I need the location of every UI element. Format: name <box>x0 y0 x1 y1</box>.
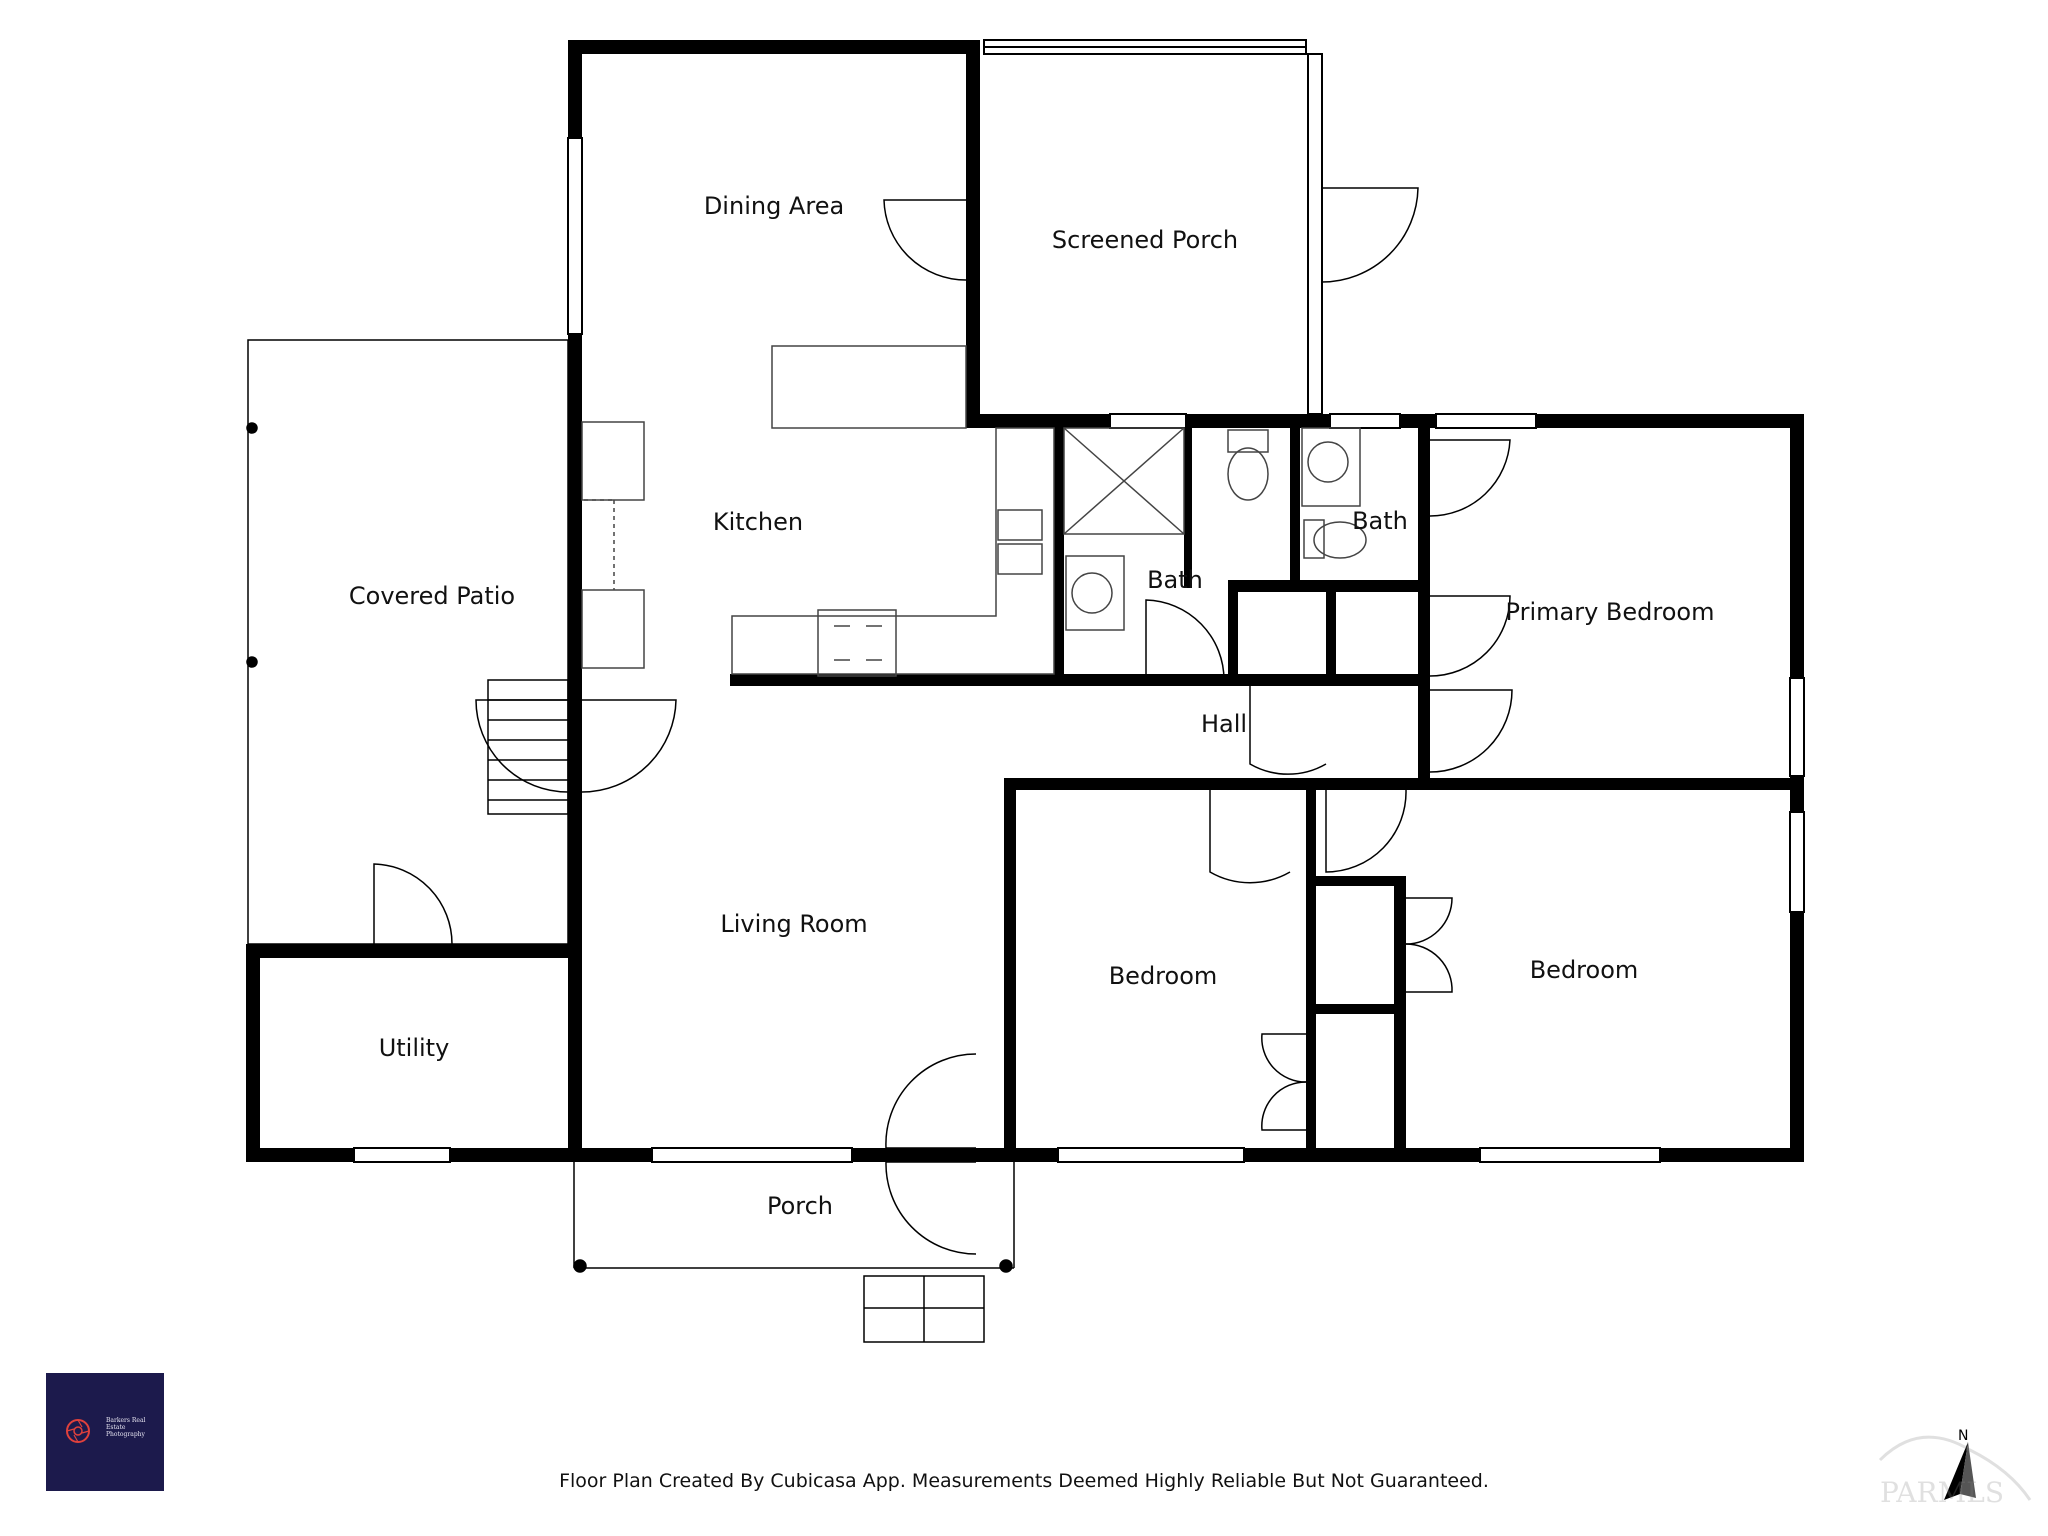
label-dining-area: Dining Area <box>704 192 844 220</box>
watermark-logo: PARMLS <box>1878 1435 2032 1509</box>
label-bath-main: Bath <box>1147 566 1203 594</box>
label-covered-patio: Covered Patio <box>349 582 515 610</box>
label-kitchen: Kitchen <box>713 508 803 536</box>
covered-patio-outline <box>246 339 569 945</box>
logo-text: Barkers Real Estate Photography <box>106 1417 146 1438</box>
label-utility: Utility <box>379 1034 450 1062</box>
compass-icon: N <box>1944 1428 1976 1500</box>
label-screened-porch: Screened Porch <box>1052 226 1238 254</box>
label-bedroom-right: Bedroom <box>1530 956 1639 984</box>
photographer-logo: Barkers Real Estate Photography <box>46 1373 164 1491</box>
front-porch <box>573 1162 1015 1343</box>
fixtures <box>581 345 1367 677</box>
footer-disclaimer: Floor Plan Created By Cubicasa App. Meas… <box>559 1470 1489 1492</box>
label-living-room: Living Room <box>720 910 867 938</box>
watermark-text: PARMLS <box>1880 1476 2004 1509</box>
compass-north-label: N <box>1958 1428 1968 1444</box>
label-porch: Porch <box>767 1192 833 1220</box>
label-bedroom-left: Bedroom <box>1109 962 1218 990</box>
windows <box>353 39 1805 1163</box>
label-hall: Hall <box>1201 710 1247 738</box>
label-bath-primary: Bath <box>1352 507 1408 535</box>
room-labels: Dining Area Screened Porch Kitchen Cover… <box>349 192 1715 1220</box>
doors <box>373 187 1513 1255</box>
label-primary-bedroom: Primary Bedroom <box>1506 598 1715 626</box>
camera-aperture-icon <box>66 1419 90 1443</box>
